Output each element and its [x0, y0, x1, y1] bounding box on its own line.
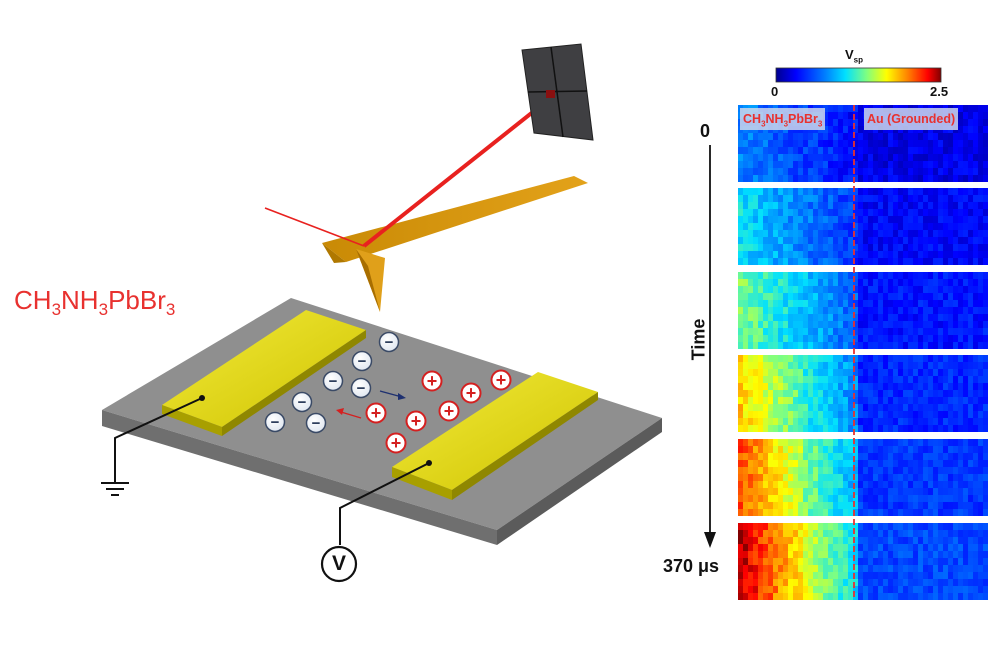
- time-end-label: 370 μs: [663, 556, 720, 576]
- afm-tip: [356, 249, 385, 312]
- svg-text:+: +: [371, 403, 382, 423]
- heatmap-panel: [738, 272, 988, 349]
- negative-ion: −: [378, 331, 400, 353]
- heatmap-panel: [738, 355, 988, 432]
- region-label-gold: Au (Grounded): [864, 108, 959, 130]
- voltmeter-label: V: [331, 552, 346, 575]
- negative-ion: −: [351, 350, 373, 372]
- positive-ion: +: [438, 400, 460, 422]
- left-electrode: [162, 310, 366, 436]
- negative-ion: −: [305, 412, 327, 434]
- right-electrode: [392, 372, 598, 500]
- svg-text:+: +: [391, 433, 402, 453]
- positive-ion: +: [385, 432, 407, 454]
- negative-ion: −: [350, 377, 372, 399]
- svg-text:+: +: [466, 383, 477, 403]
- voltmeter-icon: [320, 545, 358, 583]
- svg-text:−: −: [298, 394, 307, 411]
- positive-ion: +: [460, 382, 482, 404]
- svg-text:+: +: [444, 401, 455, 421]
- colorbar-title: Vsp: [845, 47, 864, 65]
- ion-arrow-positive: [336, 408, 362, 419]
- negative-ion: −: [322, 370, 344, 392]
- negative-ion: −: [291, 391, 313, 413]
- region-label-perovskite: CH3NH3PbBr3: [740, 108, 826, 130]
- time-axis-label: Time: [688, 318, 709, 361]
- svg-text:+: +: [496, 370, 507, 390]
- material-label: CH3NH3PbBr3: [14, 285, 176, 320]
- photodetector: [521, 43, 594, 141]
- colorbar-max-label: 2.5: [930, 84, 949, 99]
- laser-beam: [264, 94, 555, 248]
- svg-text:−: −: [312, 415, 321, 432]
- positive-ion: +: [365, 402, 387, 424]
- positive-ions: +++++++: [365, 369, 512, 454]
- positive-ion: +: [490, 369, 512, 391]
- colorbar-min-label: 0: [771, 84, 779, 99]
- svg-text:−: −: [271, 414, 280, 431]
- ion-arrow-negative: [379, 390, 406, 400]
- time-start-label: 0: [700, 121, 711, 141]
- svg-text:+: +: [427, 371, 438, 391]
- time-arrow: [704, 145, 716, 548]
- afm-cantilever: [322, 176, 588, 263]
- voltage-wire: [339, 460, 432, 545]
- ground-wire: [114, 395, 205, 483]
- ground-icon: [101, 482, 129, 496]
- negative-ion: −: [264, 411, 286, 433]
- positive-ion: +: [405, 410, 427, 432]
- heatmap-panel: [738, 188, 988, 265]
- heatmap-panel: [738, 439, 988, 516]
- heatmap-panel: [738, 523, 988, 600]
- svg-text:−: −: [358, 353, 367, 370]
- svg-text:−: −: [329, 373, 338, 390]
- colorbar: [775, 67, 942, 83]
- positive-ion: +: [421, 370, 443, 392]
- svg-text:−: −: [385, 334, 394, 351]
- svg-text:+: +: [411, 411, 422, 431]
- vsp-heatmap-panels: [738, 105, 988, 600]
- svg-text:−: −: [357, 380, 366, 397]
- negative-ions: −−−−−−−: [264, 331, 400, 434]
